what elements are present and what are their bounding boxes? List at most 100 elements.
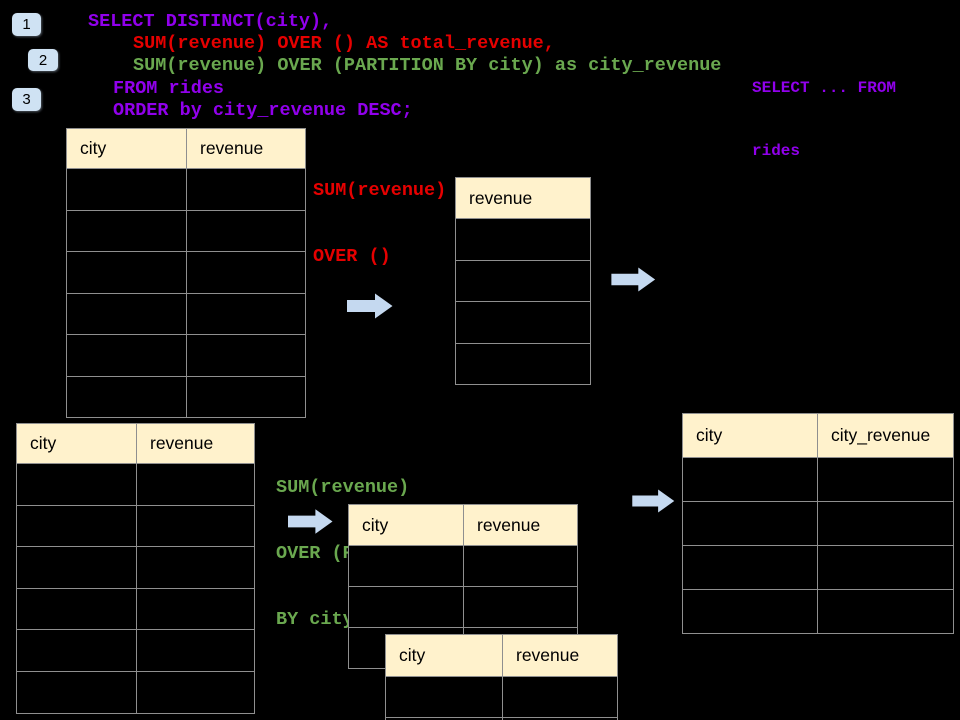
- from-note-line-1: SELECT ... FROM: [752, 79, 897, 97]
- table-row: [16, 463, 255, 506]
- column-header-revenue: revenue: [186, 128, 306, 169]
- column-header-city: city: [66, 128, 187, 169]
- empty-cell: [66, 375, 187, 418]
- empty-cell: [455, 301, 591, 344]
- empty-cell: [817, 545, 954, 590]
- empty-cell: [136, 463, 255, 506]
- table-header-row: city city_revenue: [682, 413, 954, 458]
- table-row: [682, 457, 954, 502]
- empty-cell: [16, 546, 137, 589]
- empty-cell: [502, 717, 618, 720]
- table-row: [455, 259, 591, 302]
- empty-cell: [136, 504, 255, 548]
- table-row: [682, 501, 954, 546]
- empty-cell: [682, 501, 818, 546]
- table-header-row: city revenue: [385, 634, 618, 677]
- column-header-city: city: [682, 413, 818, 458]
- table-row: [682, 589, 954, 634]
- column-header-revenue: revenue: [136, 423, 255, 464]
- table-row: [66, 251, 306, 294]
- empty-cell: [463, 545, 578, 587]
- empty-cell: [385, 676, 503, 718]
- empty-cell: [136, 546, 255, 589]
- table-row: [16, 587, 255, 631]
- table-row: [16, 670, 255, 714]
- sql-line-city-revenue: SUM(revenue) OVER (PARTITION BY city) as…: [133, 55, 722, 76]
- table-row: [16, 504, 255, 548]
- window-partition-line-1: SUM(revenue): [276, 477, 410, 498]
- empty-cell: [348, 586, 464, 628]
- table-row: [385, 717, 618, 720]
- window-total-annotation: SUM(revenue) OVER (): [313, 136, 446, 312]
- empty-cell: [186, 334, 306, 377]
- empty-cell: [817, 501, 954, 546]
- table-header-row: city revenue: [66, 128, 306, 169]
- empty-cell: [817, 589, 954, 634]
- table-row: [455, 301, 591, 344]
- empty-cell: [136, 587, 255, 631]
- empty-cell: [16, 587, 137, 631]
- empty-cell: [186, 292, 306, 335]
- empty-cell: [186, 209, 306, 252]
- empty-cell: [66, 292, 187, 335]
- window-total-line-2: OVER (): [313, 246, 391, 267]
- step-badge-3: 3: [12, 88, 41, 111]
- sql-line-total-revenue: SUM(revenue) OVER () AS total_revenue,: [133, 33, 555, 54]
- from-rides-note: SELECT ... FROM rides: [752, 36, 896, 204]
- empty-cell: [186, 251, 306, 294]
- column-header-city: city: [16, 423, 137, 464]
- empty-cell: [66, 251, 187, 294]
- empty-cell: [66, 168, 187, 211]
- empty-cell: [136, 629, 255, 672]
- sql-line-from: FROM rides: [113, 78, 225, 99]
- empty-cell: [455, 218, 591, 261]
- table-row: [385, 676, 618, 718]
- table-source-bottom: city revenue: [16, 423, 255, 714]
- empty-cell: [16, 629, 137, 672]
- table-row: [348, 545, 578, 587]
- table-row: [16, 629, 255, 672]
- column-header-revenue: revenue: [463, 504, 578, 546]
- table-row: [348, 586, 578, 628]
- table-header-row: revenue: [455, 177, 591, 219]
- empty-cell: [16, 504, 137, 548]
- empty-cell: [455, 342, 591, 385]
- table-row: [682, 545, 954, 590]
- flow-arrow-result: [632, 489, 675, 513]
- column-header-revenue: revenue: [502, 634, 618, 677]
- table-row: [66, 209, 306, 252]
- empty-cell: [16, 670, 137, 714]
- column-header-city: city: [385, 634, 503, 677]
- empty-cell: [817, 457, 954, 502]
- empty-cell: [16, 463, 137, 506]
- table-city-revenue-result: city city_revenue: [682, 413, 954, 634]
- empty-cell: [186, 375, 306, 418]
- empty-cell: [682, 545, 818, 590]
- empty-cell: [682, 457, 818, 502]
- table-header-row: city revenue: [348, 504, 578, 546]
- empty-cell: [66, 334, 187, 377]
- step-badge-2: 2: [28, 49, 58, 71]
- table-row: [66, 375, 306, 418]
- table-source-top: city revenue: [66, 128, 306, 418]
- empty-cell: [66, 209, 187, 252]
- empty-cell: [186, 168, 306, 211]
- sql-line-select: SELECT DISTINCT(city),: [88, 11, 333, 32]
- column-header-revenue: revenue: [455, 177, 591, 219]
- from-note-line-2: rides: [752, 142, 801, 160]
- table-row: [66, 168, 306, 211]
- table-row: [66, 334, 306, 377]
- flow-arrow-total: [347, 293, 393, 319]
- empty-cell: [136, 670, 255, 714]
- empty-cell: [455, 259, 591, 302]
- table-row: [66, 292, 306, 335]
- table-row: [455, 218, 591, 261]
- column-header-city: city: [348, 504, 464, 546]
- sql-line-order-by: ORDER by city_revenue DESC;: [113, 100, 413, 121]
- column-header-city-revenue: city_revenue: [817, 413, 954, 458]
- table-total-revenue-result: revenue: [455, 177, 591, 385]
- empty-cell: [502, 676, 618, 718]
- flow-arrow-total-out: [611, 267, 656, 292]
- step-badge-1: 1: [12, 13, 41, 36]
